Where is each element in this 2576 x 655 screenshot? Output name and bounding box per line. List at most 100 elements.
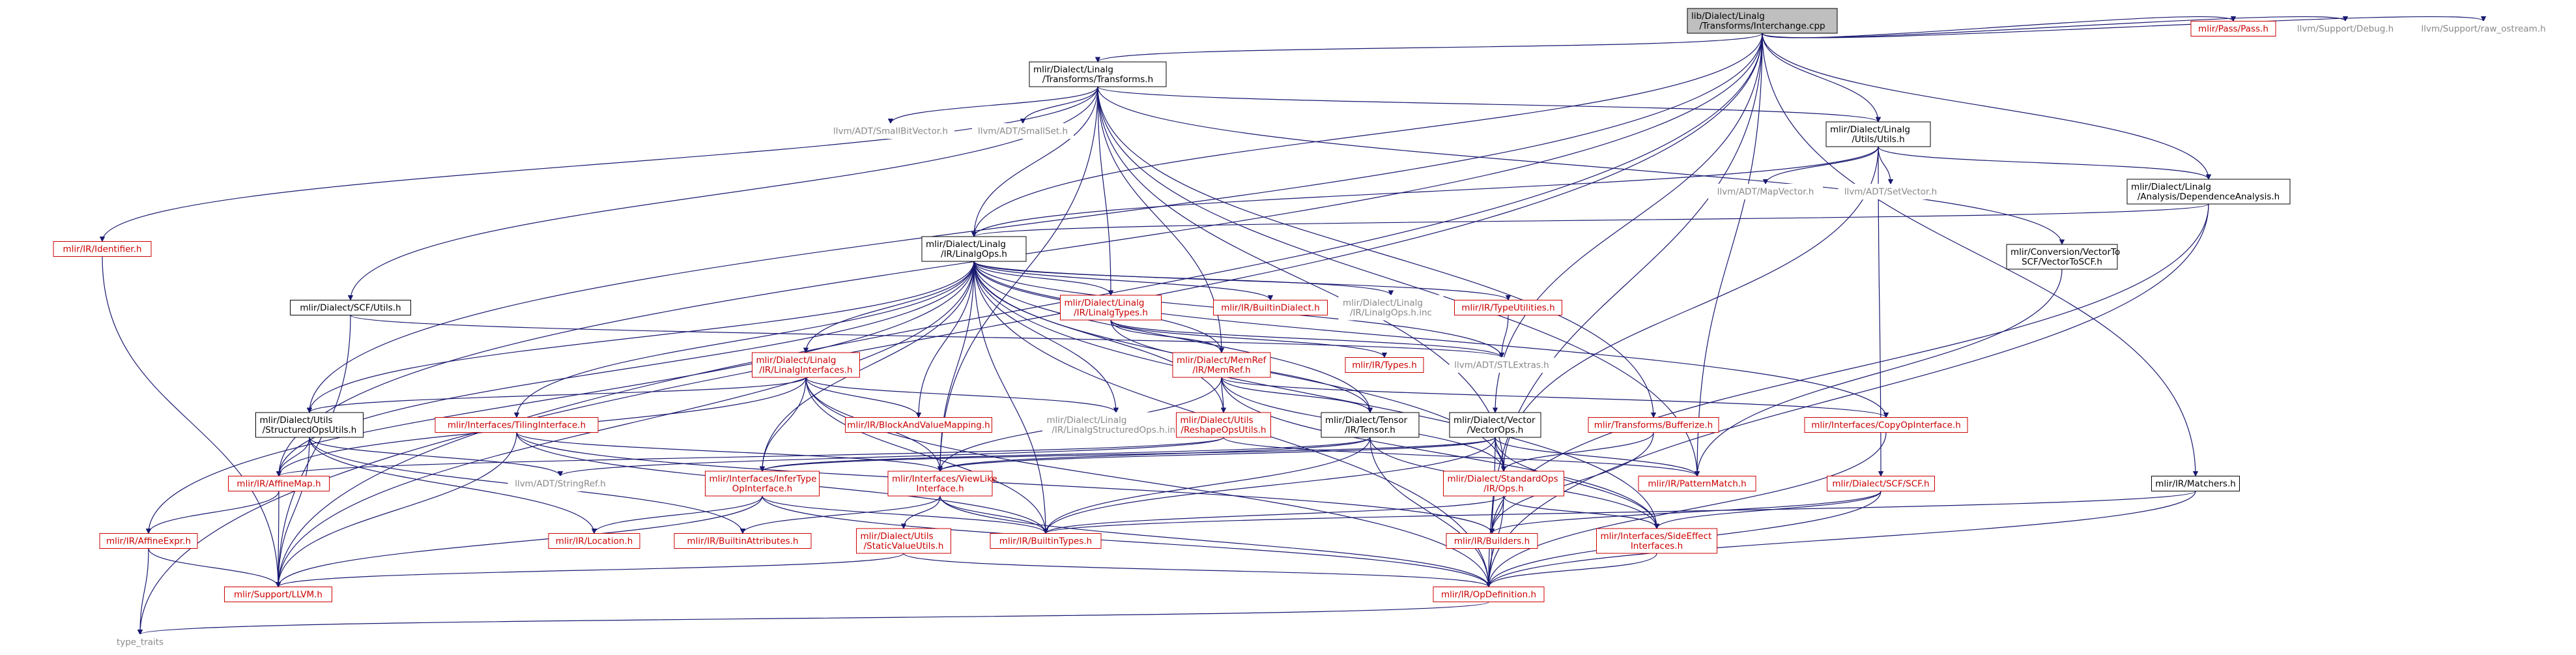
node-stlextras_h[interactable]: llvm/ADT/STLExtras.h — [1449, 357, 1554, 373]
node-label-line: mlir/Interfaces/CopyOpInterface.h — [1811, 420, 1961, 431]
node-tilinginterface_h[interactable]: mlir/Interfaces/TilingInterface.h — [435, 417, 599, 433]
edge-utils_utils_h-to-scf_h — [1878, 146, 1884, 477]
edge-standardops_h-to-sideeffectinterfaces_h — [1503, 495, 1660, 529]
node-smallset_h[interactable]: llvm/ADT/SmallSet.h — [972, 123, 1074, 139]
node-box — [1827, 476, 1935, 491]
edge-transforms_h-to-bufferize_h — [1097, 86, 1657, 418]
node-location_h[interactable]: mlir/IR/Location.h — [548, 533, 640, 549]
edge-affineexpr_h-to-type_traits — [137, 548, 149, 635]
node-raw_ostream_h[interactable]: llvm/Support/raw_ostream.h — [2414, 21, 2553, 36]
node-affineexpr_h[interactable]: mlir/IR/AffineExpr.h — [99, 533, 198, 549]
node-vectorops_h[interactable]: mlir/Dialect/Vector/VectorOps.h — [1449, 412, 1541, 438]
edge-linalginterfaces_h-to-structuredopsutils_h — [306, 377, 807, 413]
node-dependence_h[interactable]: mlir/Dialect/Linalg/Analysis/DependenceA… — [2126, 179, 2291, 205]
node-matchers_h[interactable]: mlir/IR/Matchers.h — [2151, 476, 2240, 491]
node-label-line: mlir/IR/Builders.h — [1454, 536, 1530, 547]
node-blockandvaluemapping_h[interactable]: mlir/IR/BlockAndValueMapping.h — [845, 417, 992, 433]
node-linalgtypes_h[interactable]: mlir/Dialect/Linalg/IR/LinalgTypes.h — [1060, 295, 1162, 321]
node-patternmatch_h[interactable]: mlir/IR/PatternMatch.h — [1638, 476, 1756, 491]
node-stringref_h[interactable]: llvm/ADT/StringRef.h — [508, 476, 613, 491]
edge-memref_h-to-sideeffectinterfaces_h — [1221, 377, 1660, 529]
edge-scf_utils_h-to-stlextras_h — [350, 314, 1504, 358]
node-box — [1029, 61, 1167, 87]
node-affinemap_h[interactable]: mlir/IR/AffineMap.h — [228, 476, 330, 491]
node-bufferize_h[interactable]: mlir/Transforms/Bufferize.h — [1588, 417, 1719, 433]
edge-linalgops_h-to-builtindialect_h — [973, 261, 1274, 301]
node-label-line: mlir/Dialect/Linalg — [1343, 298, 1423, 308]
node-pass_h[interactable]: mlir/Pass/Pass.h — [2190, 21, 2276, 36]
node-debug_h[interactable]: llvm/Support/Debug.h — [2291, 21, 2399, 36]
node-linalgstructuredops_h_inc[interactable]: mlir/Dialect/Linalg/IR/LinalgStructuredO… — [1042, 412, 1190, 438]
node-box — [1338, 295, 1444, 321]
node-label-line: mlir/IR/TypeUtilities.h — [1461, 303, 1554, 313]
edge-linalgops_h-to-linalgtypes_h — [973, 261, 1114, 296]
node-transforms_h[interactable]: mlir/Dialect/Linalg/Transforms/Transform… — [1029, 61, 1167, 87]
node-support_llvm_h[interactable]: mlir/Support/LLVM.h — [224, 587, 332, 602]
node-label-line: mlir/Dialect/SCF/SCF.h — [1832, 479, 1929, 489]
node-linalgops_h_inc[interactable]: mlir/Dialect/Linalg/IR/LinalgOps.h.inc — [1338, 295, 1444, 321]
node-linalginterfaces_h[interactable]: mlir/Dialect/Linalg/IR/LinalgInterfaces.… — [752, 352, 860, 378]
node-scf_h[interactable]: mlir/Dialect/SCF/SCF.h — [1827, 476, 1935, 491]
edge-utils_utils_h-to-standardops_h — [1500, 146, 1879, 472]
node-memref_h[interactable]: mlir/Dialect/MemRef/IR/MemRef.h — [1172, 352, 1271, 378]
node-label-line: mlir/IR/AffineMap.h — [236, 479, 321, 489]
edge-transforms_h-to-utils_utils_h — [1097, 86, 1881, 123]
edge-root-to-raw_ostream_h — [1762, 16, 2486, 38]
node-label-line: mlir/Dialect/Linalg — [2131, 182, 2211, 192]
edge-linalginterfaces_h-to-blockandvaluemapping_h — [805, 377, 922, 418]
edge-memref_h-to-tensor_h — [1221, 377, 1373, 413]
node-box — [1638, 476, 1756, 491]
node-tensor_h[interactable]: mlir/Dialect/Tensor/IR/Tensor.h — [1321, 412, 1420, 438]
node-mapvector_h[interactable]: llvm/ADT/MapVector.h — [1708, 184, 1823, 199]
node-box — [2414, 21, 2553, 36]
edge-transforms_h-to-linalgops_h — [971, 86, 1098, 237]
node-staticvalueutils_h[interactable]: mlir/Dialect/Utils/StaticValueUtils.h — [856, 528, 951, 554]
edge-linalgtypes_h-to-types_h — [1110, 319, 1388, 358]
node-copyopinterface_h[interactable]: mlir/Interfaces/CopyOpInterface.h — [1804, 417, 1968, 433]
node-box — [1449, 357, 1554, 373]
edge-linalgops_h-to-linalginterfaces_h — [803, 261, 975, 353]
node-type_traits[interactable]: type_traits — [107, 634, 173, 650]
node-types_h[interactable]: mlir/IR/Types.h — [1345, 357, 1424, 373]
edge-linalgops_h-to-typeutilities_h — [973, 261, 1511, 301]
edge-tilinginterface_h-to-viewlikeinterface_h — [516, 431, 943, 472]
node-smallbitvector_h[interactable]: llvm/ADT/SmallBitVector.h — [827, 123, 954, 139]
node-label-line: llvm/ADT/STLExtras.h — [1454, 360, 1549, 371]
node-label-line: /IR/LinalgTypes.h — [1074, 308, 1148, 318]
node-standardops_h[interactable]: mlir/Dialect/StandardOps/IR/Ops.h — [1443, 471, 1564, 497]
edge-vectorops_h-to-sideeffectinterfaces_h — [1495, 437, 1660, 529]
node-label-line: mlir/IR/BuiltinAttributes.h — [687, 536, 798, 547]
edge-memref_h-to-copyopinterface_h — [1221, 377, 1889, 418]
node-builtindialect_h[interactable]: mlir/IR/BuiltinDialect.h — [1213, 300, 1328, 315]
node-box — [224, 587, 332, 602]
node-box — [1596, 528, 1717, 554]
node-typeutilities_h[interactable]: mlir/IR/TypeUtilities.h — [1454, 300, 1562, 315]
node-box — [752, 352, 860, 378]
node-structuredopsutils_h[interactable]: mlir/Dialect/Utils/StructuredOpsUtils.h — [255, 412, 364, 438]
edge-affinemap_h-to-support_llvm_h — [275, 491, 281, 588]
node-builtinattributes_h[interactable]: mlir/IR/BuiltinAttributes.h — [674, 533, 812, 549]
node-opdefinition_h[interactable]: mlir/IR/OpDefinition.h — [1433, 587, 1545, 602]
node-builtintypes_h[interactable]: mlir/IR/BuiltinTypes.h — [990, 533, 1102, 549]
node-utils_utils_h[interactable]: mlir/Dialect/Linalg/Utils/Utils.h — [1825, 121, 1931, 147]
node-reshapeopsutils_h[interactable]: mlir/Dialect/Utils/ReshapeOpsUtils.h — [1176, 412, 1271, 438]
node-linalgops_h[interactable]: mlir/Dialect/Linalg/IR/LinalgOps.h — [921, 236, 1027, 262]
node-label-line: /Analysis/DependenceAnalysis.h — [2138, 192, 2280, 202]
edge-reshapeopsutils_h-to-stringref_h — [558, 437, 1224, 477]
node-label-line: /Transforms/Interchange.cpp — [1699, 21, 1825, 31]
edge-scf_h-to-builders_h — [1489, 491, 1882, 534]
node-vectortoscf_h[interactable]: mlir/Conversion/VectorToSCF/VectorToSCF.… — [2006, 244, 2120, 270]
node-identifier_h[interactable]: mlir/IR/Identifier.h — [53, 241, 152, 257]
edge-memref_h-to-reshapeopsutils_h — [1220, 377, 1227, 413]
node-label-line: mlir/IR/BuiltinDialect.h — [1221, 303, 1320, 313]
node-setvector_h[interactable]: llvm/ADT/SetVector.h — [1838, 184, 1943, 199]
node-root[interactable]: lib/Dialect/Linalg/Transforms/Interchang… — [1687, 8, 1838, 34]
node-scf_utils_h[interactable]: mlir/Dialect/SCF/Utils.h — [290, 300, 411, 315]
node-builders_h[interactable]: mlir/IR/Builders.h — [1446, 533, 1538, 549]
node-box — [1454, 300, 1562, 315]
node-label-line: mlir/Dialect/Linalg — [756, 355, 837, 366]
